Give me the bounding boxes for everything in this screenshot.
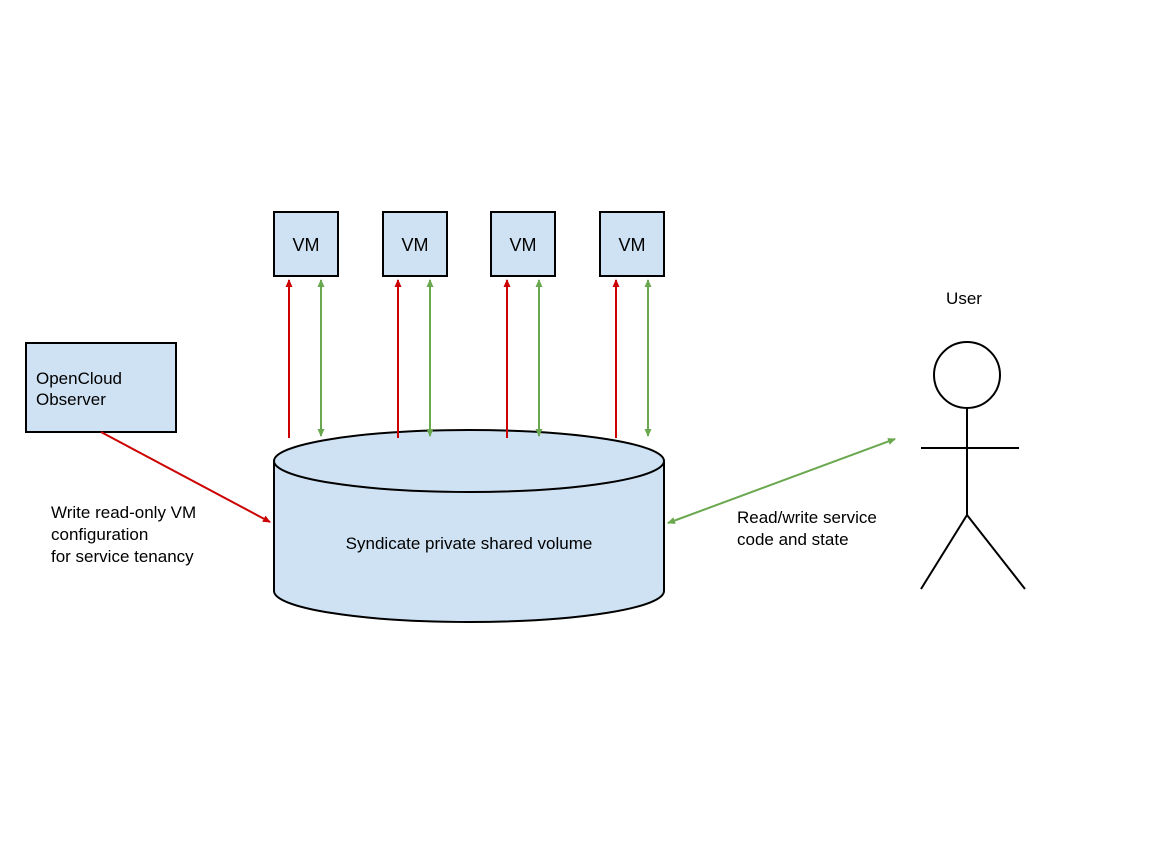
vm-node-2: VM bbox=[382, 211, 448, 277]
user-edge-label-line1: Read/write service bbox=[737, 508, 877, 527]
vm-node-3: VM bbox=[490, 211, 556, 277]
observer-label-line2: Observer bbox=[36, 390, 106, 409]
observer-label-line1: OpenCloud bbox=[36, 369, 122, 388]
user-label: User bbox=[946, 289, 982, 308]
observer-edge-label-line1: Write read-only VM bbox=[51, 503, 196, 522]
volume-label: Syndicate private shared volume bbox=[346, 534, 593, 553]
vm-arrows bbox=[285, 279, 652, 438]
vm-node-1: VM bbox=[273, 211, 339, 277]
observer-edge-label-line3: for service tenancy bbox=[51, 547, 194, 566]
vm-label: VM bbox=[293, 235, 320, 255]
vm-label: VM bbox=[402, 235, 429, 255]
volume-cylinder: Syndicate private shared volume bbox=[273, 429, 665, 623]
vm-label: VM bbox=[510, 235, 537, 255]
observer-node: OpenCloud Observer bbox=[25, 342, 177, 433]
observer-edge-label: Write read-only VM configuration for ser… bbox=[51, 503, 196, 566]
cylinder-body bbox=[273, 461, 665, 623]
stick-figure-icon bbox=[920, 341, 1026, 590]
vm-label: VM bbox=[619, 235, 646, 255]
user-edge-label: Read/write service code and state bbox=[737, 508, 877, 549]
vm-box bbox=[382, 211, 448, 277]
user-actor: User bbox=[920, 289, 1026, 590]
cylinder-top bbox=[273, 429, 665, 493]
vm-node-4: VM bbox=[599, 211, 665, 277]
user-edge-label-line2: code and state bbox=[737, 530, 849, 549]
observer-write-arrow bbox=[100, 431, 271, 523]
user-readwrite-arrow bbox=[667, 438, 896, 524]
vm-box bbox=[273, 211, 339, 277]
observer-edge-label-line2: configuration bbox=[51, 525, 148, 544]
vm-box bbox=[599, 211, 665, 277]
vm-box bbox=[490, 211, 556, 277]
